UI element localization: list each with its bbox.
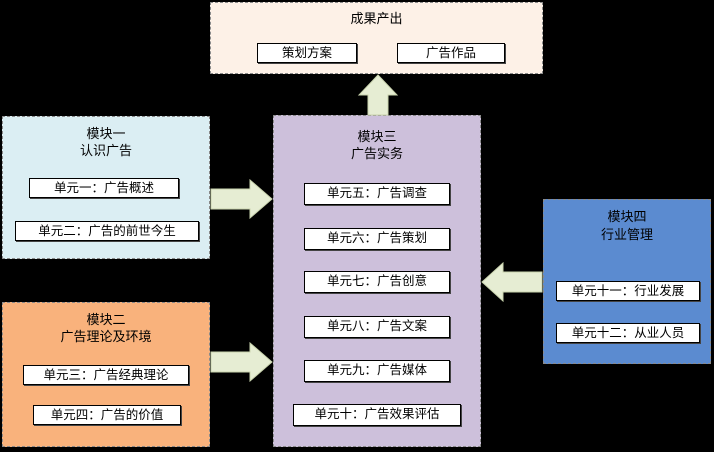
module1-panel: 模块一 认识广告 单元一：广告概述 单元二：广告的前世今生 — [2, 116, 210, 259]
module3-unit-7: 单元七：广告创意 — [304, 271, 450, 293]
right-arrow-icon-module2 — [210, 342, 273, 382]
module1-subtitle: 认识广告 — [79, 144, 132, 159]
module2-title: 模块二 — [86, 313, 126, 328]
module4-panel: 模块四 行业管理 单元十一：行业发展 单元十二：从业人员 — [543, 199, 711, 364]
module4-unit-11: 单元十一：行业发展 — [556, 281, 700, 301]
module3-title: 模块三 — [357, 130, 397, 145]
module3-unit-10: 单元十：广告效果评估 — [293, 404, 461, 426]
right-arrow-icon-module1 — [210, 179, 273, 219]
left-arrow-icon-module4 — [481, 262, 543, 302]
module1-unit-1: 单元一：广告概述 — [29, 178, 179, 198]
module3-unit-6: 单元六：广告策划 — [304, 228, 450, 250]
output-item-works: 广告作品 — [397, 43, 505, 63]
module1-unit-2: 单元二：广告的前世今生 — [15, 221, 199, 241]
module3-unit-5: 单元五：广告调查 — [304, 183, 450, 205]
module2-unit-4: 单元四：广告的价值 — [33, 405, 181, 425]
module1-title: 模块一 — [86, 127, 126, 142]
up-arrow-icon — [357, 74, 399, 116]
module2-unit-3: 单元三：广告经典理论 — [23, 365, 189, 385]
module2-panel: 模块二 广告理论及环境 单元三：广告经典理论 单元四：广告的价值 — [2, 302, 210, 447]
output-item-plan: 策划方案 — [257, 43, 357, 63]
module3-panel: 模块三 广告实务 单元五：广告调查 单元六：广告策划 单元七：广告创意 单元八：… — [273, 115, 481, 447]
module4-subtitle: 行业管理 — [600, 228, 653, 243]
output-title: 成果产出 — [350, 12, 403, 27]
module4-title: 模块四 — [607, 210, 647, 225]
module3-unit-9: 单元九：广告媒体 — [304, 360, 450, 382]
output-panel: 成果产出 策划方案 广告作品 — [210, 2, 543, 74]
module4-unit-12: 单元十二：从业人员 — [556, 323, 700, 343]
module3-unit-8: 单元八：广告文案 — [304, 316, 450, 338]
module2-subtitle: 广告理论及环境 — [60, 330, 152, 345]
module3-subtitle: 广告实务 — [350, 147, 403, 162]
